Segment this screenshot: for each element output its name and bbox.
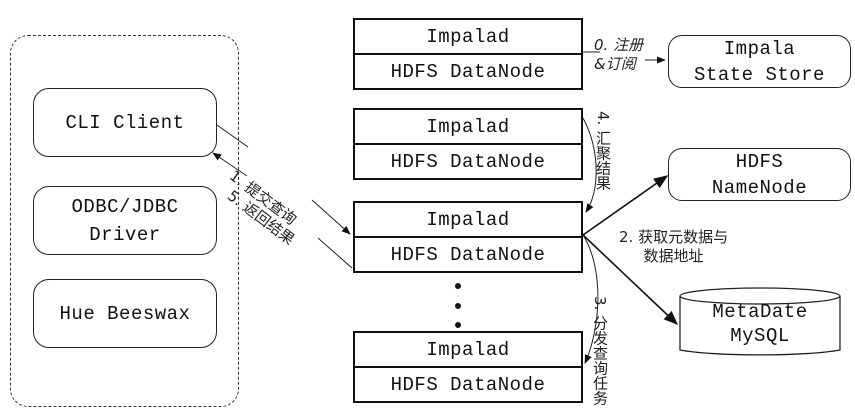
datanode-label: HDFS DataNode [355,236,581,271]
edge-return-arrow [213,153,353,269]
distribute-label: 3. 分发查询任务 [591,296,609,406]
impala-state-store-box[interactable]: Impala State Store [668,35,851,88]
ellipsis-dot [455,283,461,289]
state-store-label: Impala State Store [694,37,825,86]
cli-client-label: CLI Client [65,111,185,134]
odbc-jdbc-driver-label: ODBC/JDBC Driver [71,195,179,246]
impalad-label: Impalad [426,208,510,231]
metastore-label: MetaDate MySQL [712,301,808,347]
edge-aggregate-arrow [582,117,597,213]
impala-node-2[interactable]: Impalad HDFS DataNode [353,108,583,180]
aggregate-label: 4. 汇聚结果 [594,111,612,191]
edge-submit-arrow [216,124,350,234]
datanode-label: HDFS DataNode [355,143,581,178]
datanode-label: HDFS DataNode [355,53,581,88]
edge-namenode-arrow [582,175,669,236]
client-group [10,35,239,407]
ellipsis-dot [455,303,461,309]
impala-node-4[interactable]: Impalad HDFS DataNode [353,331,583,403]
edge-distribute-arrow [582,234,599,364]
metastore-cylinder[interactable] [679,287,841,356]
ellipsis-dot [455,322,461,328]
hue-beeswax-label: Hue Beeswax [59,302,191,325]
impalad-label: Impalad [426,115,510,138]
fetch-meta-label: 2. 获取元数据与 数据地址 [619,228,729,265]
impala-node-1[interactable]: Impalad HDFS DataNode [353,18,583,90]
register-label: 0. 注册 &订阅 [594,36,644,73]
cli-client-box[interactable]: CLI Client [33,88,217,157]
datanode-label: HDFS DataNode [355,366,581,401]
odbc-jdbc-driver-box[interactable]: ODBC/JDBC Driver [33,186,217,255]
hue-beeswax-box[interactable]: Hue Beeswax [33,279,217,348]
impalad-label: Impalad [426,338,510,361]
impalad-label: Impalad [426,25,510,48]
namenode-label: HDFS NameNode [711,150,808,199]
hdfs-namenode-box[interactable]: HDFS NameNode [668,148,851,201]
edge-metastore-arrow [582,234,679,325]
